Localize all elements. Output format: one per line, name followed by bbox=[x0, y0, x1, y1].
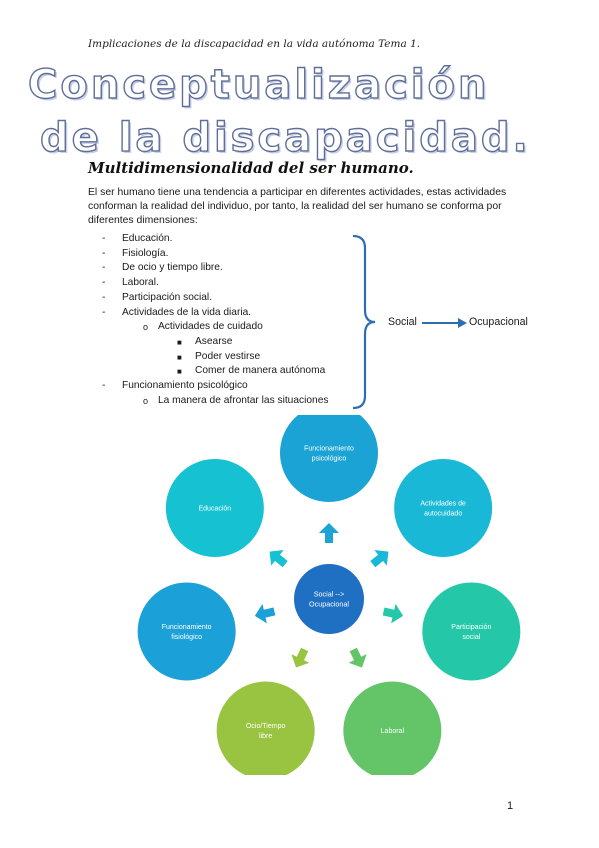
flow-to-label: Ocupacional bbox=[469, 316, 528, 328]
center-node bbox=[294, 564, 364, 634]
dimension-node bbox=[216, 681, 315, 775]
list-item: ■Poder vestirse bbox=[177, 350, 261, 362]
list-item: -Funcionamiento psicológico bbox=[102, 380, 248, 392]
list-item: ■Comer de manera autónoma bbox=[177, 365, 326, 377]
arrow-icon bbox=[382, 603, 404, 624]
list-item: -De ocio y tiempo libre. bbox=[102, 262, 223, 274]
intro-paragraph: El ser humano tiene una tendencia a part… bbox=[88, 187, 507, 226]
list-item: -Participación social. bbox=[102, 291, 213, 303]
node-label: Laboral bbox=[381, 728, 405, 735]
arrow-icon bbox=[254, 603, 276, 624]
arrow-icon bbox=[269, 550, 288, 568]
list-item: -Educación. bbox=[102, 233, 173, 244]
title-line-1: Conceptualización bbox=[27, 61, 490, 108]
list-item: -Fisiología. bbox=[102, 247, 169, 259]
list-item: ■Asearse bbox=[177, 335, 233, 347]
page-number: 1 bbox=[507, 800, 514, 812]
dimension-node bbox=[137, 582, 236, 681]
node-label: Social -->Ocupacional bbox=[309, 589, 349, 608]
list-item: -Laboral. bbox=[102, 277, 159, 289]
list-item: -Actividades de la vida diaria. bbox=[102, 306, 252, 318]
dimension-node bbox=[394, 458, 493, 557]
arrow-icon bbox=[348, 647, 367, 668]
dimension-node bbox=[280, 415, 378, 502]
arrow-icon bbox=[319, 523, 339, 543]
document-header: Implicaciones de la discapacidad en la v… bbox=[88, 38, 421, 50]
dimension-node bbox=[165, 458, 264, 557]
flow-from-label: Social bbox=[388, 316, 417, 328]
flow-arrow-icon bbox=[422, 318, 467, 328]
arrow-icon bbox=[370, 550, 389, 568]
dimensions-list: -Educación. -Fisiología. -De ocio y tiem… bbox=[88, 232, 328, 408]
section-subtitle: Multidimensionalidad del ser humano. bbox=[88, 159, 414, 177]
arrow-icon bbox=[291, 647, 310, 668]
title-line-2: de la discapacidad. bbox=[39, 114, 531, 161]
node-label: Educación bbox=[199, 505, 232, 512]
dimension-node bbox=[343, 681, 442, 775]
dimension-node bbox=[422, 582, 521, 681]
curly-brace bbox=[352, 234, 376, 410]
